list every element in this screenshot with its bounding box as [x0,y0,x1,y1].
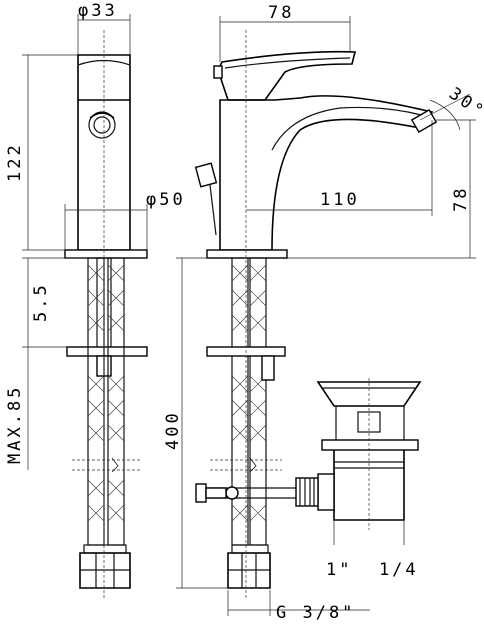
pop-up-waste [295,378,422,530]
side-view [64,30,148,600]
dim-30-angle: 30° [445,84,484,123]
thread-waste-1-1-4: 1" 1/4 [326,560,419,580]
dimension-labels: φ33 78 30° 122 φ50 110 78 5.5 MAX.85 400… [5,1,484,623]
dim-phi-33: φ33 [78,1,118,21]
dimension-lines [22,14,476,616]
front-view [194,30,438,600]
dim-5-5: 5.5 [31,282,51,322]
dim-78-top: 78 [268,3,294,23]
dim-max-85: MAX.85 [5,385,25,464]
dim-110: 110 [320,190,360,210]
dim-78-right: 78 [451,186,471,212]
thread-inlet-g-3-8: G 3/8" [276,603,355,623]
dim-122: 122 [5,142,25,182]
dim-400: 400 [163,410,183,450]
dim-phi-50: φ50 [146,190,186,210]
